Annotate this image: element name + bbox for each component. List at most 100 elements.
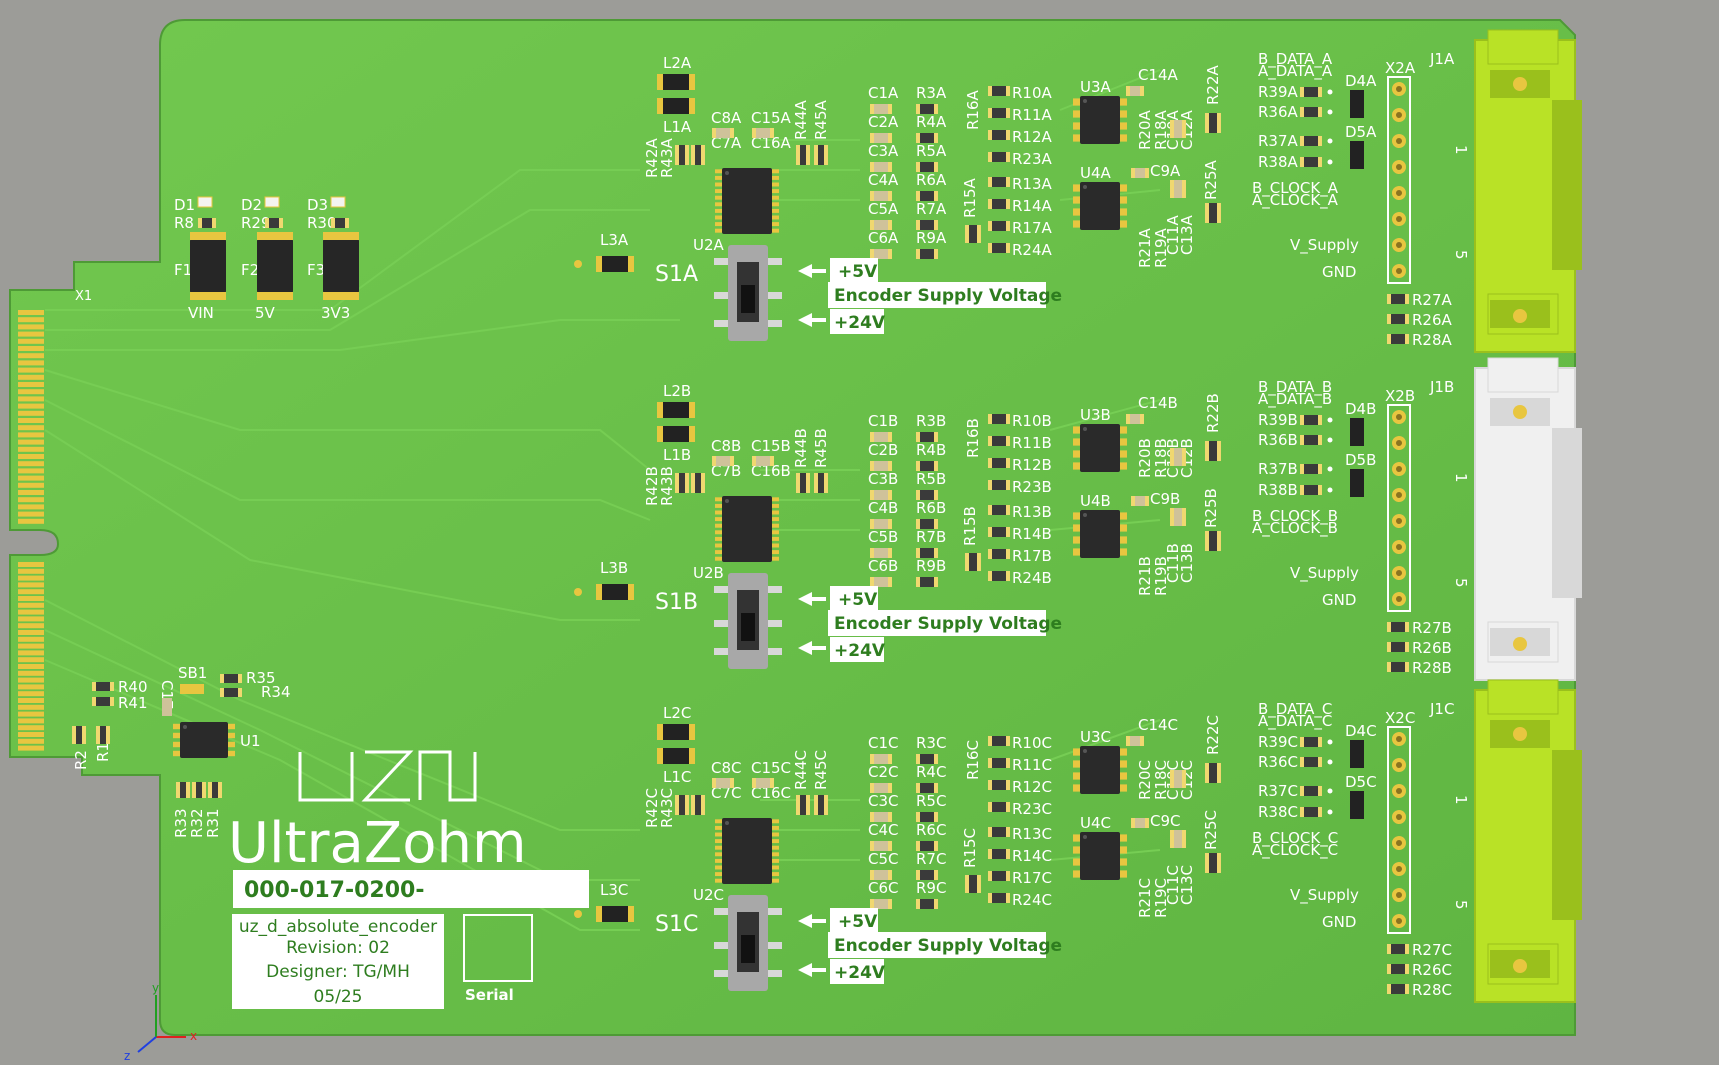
- header-hole: [1396, 112, 1402, 118]
- resistor-body: [267, 218, 281, 228]
- smd-resistor: [72, 726, 86, 744]
- resistor-pad: [988, 480, 992, 490]
- resistor-pad: [988, 414, 992, 424]
- resistor-pad: [1006, 571, 1010, 581]
- capacitor-pad: [1145, 496, 1149, 506]
- ic-pin: [1119, 870, 1127, 878]
- ic-pin: [1073, 196, 1081, 204]
- ic-pin: [1119, 110, 1127, 118]
- smd-resistor: [988, 152, 1010, 162]
- ic-pin: [1119, 196, 1127, 204]
- info-revision: Revision: 02: [286, 938, 390, 958]
- resistor-pad: [1006, 86, 1010, 96]
- resistor-body: [990, 780, 1008, 790]
- silkscreen-label: GND: [1322, 913, 1356, 931]
- inductor-body: [657, 402, 695, 418]
- resistor-body: [967, 553, 979, 571]
- part-number: 000-017-0200-: [244, 878, 424, 903]
- capacitor-pad: [1182, 508, 1186, 526]
- ic-pin: [1119, 748, 1127, 756]
- capacitor-body: [872, 249, 890, 259]
- capacitor-pad: [870, 191, 874, 201]
- silkscreen-label: R36A: [1258, 103, 1299, 121]
- gold-finger: [18, 745, 44, 751]
- silkscreen-label: U2A: [693, 236, 725, 254]
- resistor-body: [1302, 157, 1320, 167]
- inductor-body: [596, 256, 634, 272]
- silkscreen-label: R17A: [1012, 219, 1053, 237]
- capacitor-body: [1172, 508, 1184, 526]
- capacitor-pad: [1126, 736, 1130, 746]
- silkscreen-label: C4A: [868, 171, 899, 189]
- gold-finger: [18, 698, 44, 703]
- inductor-pad: [657, 402, 663, 418]
- silkscreen-label: R13A: [1012, 175, 1053, 193]
- header-hole: [1396, 86, 1402, 92]
- ic-pin: [771, 195, 779, 200]
- fuse-body: [190, 238, 226, 294]
- smd-capacitor: [752, 456, 774, 466]
- capacitor-pad: [888, 104, 892, 114]
- ic-pin: [1119, 524, 1127, 532]
- smd-resistor: [988, 108, 1010, 118]
- silkscreen-label: R19A: [1152, 227, 1170, 268]
- resistor-body: [222, 688, 240, 697]
- resistor-pad: [1205, 763, 1209, 783]
- resistor-body: [677, 145, 687, 165]
- gold-finger: [18, 732, 44, 737]
- capacitor-pad: [1182, 120, 1186, 138]
- capacitor-pad: [770, 456, 774, 466]
- resistor-pad: [814, 795, 818, 815]
- silkscreen-label: R22C: [1204, 715, 1222, 755]
- via: [574, 910, 582, 918]
- resistor-pad: [1217, 853, 1221, 873]
- silkscreen-label: GND: [1322, 591, 1356, 609]
- resistor-body: [333, 218, 347, 228]
- ic-pin: [1073, 846, 1081, 854]
- gold-finger: [18, 630, 44, 635]
- resistor-pad: [988, 199, 992, 209]
- resistor-pad: [1006, 802, 1010, 812]
- silkscreen-label: R13C: [1012, 825, 1052, 843]
- silkscreen-label: R11B: [1012, 434, 1052, 452]
- resistor-pad: [1006, 871, 1010, 881]
- capacitor-pad: [1126, 86, 1130, 96]
- resistor-pad: [824, 145, 828, 165]
- dsub-connector: [1474, 679, 1582, 1003]
- smd-resistor: [916, 577, 938, 587]
- capacitor-body: [1172, 830, 1184, 848]
- silkscreen-label: R27C: [1412, 941, 1452, 959]
- smd-resistor: [1300, 435, 1322, 445]
- gold-finger: [18, 657, 44, 663]
- ic-pin1-marker: [1083, 427, 1087, 431]
- silkscreen-label: C6B: [868, 557, 898, 575]
- header-hole: [1396, 814, 1402, 820]
- smd-capacitor: [1170, 770, 1186, 788]
- smd-capacitor: [1170, 120, 1186, 138]
- silkscreen-label: R44C: [792, 750, 810, 790]
- ic-pin: [771, 872, 779, 877]
- resistor-pad: [965, 553, 969, 571]
- ic-pin: [715, 510, 723, 515]
- diode-body: [1350, 90, 1364, 118]
- resistor-pad: [1387, 314, 1391, 324]
- capacitor-pad: [870, 490, 874, 500]
- resistor-body: [990, 130, 1008, 140]
- ic-pin: [1073, 524, 1081, 532]
- silkscreen-label: Encoder Supply Voltage: [834, 936, 1062, 956]
- resistor-body: [990, 736, 1008, 746]
- silkscreen-label: R4C: [916, 763, 946, 781]
- ic-pin: [1073, 548, 1081, 556]
- label-box: [828, 610, 1046, 636]
- silkscreen-label: R3C: [916, 734, 946, 752]
- silkscreen-label: J1C: [1429, 700, 1454, 718]
- smd-resistor: [1387, 662, 1409, 672]
- resistor-body: [918, 461, 936, 471]
- resistor-body: [1389, 984, 1407, 994]
- capacitor-pad: [888, 577, 892, 587]
- label-box: [828, 932, 1046, 958]
- ic-pin: [715, 169, 723, 174]
- capacitor-body: [714, 456, 732, 466]
- resistor-body: [1302, 757, 1320, 767]
- switch-lead: [714, 620, 728, 627]
